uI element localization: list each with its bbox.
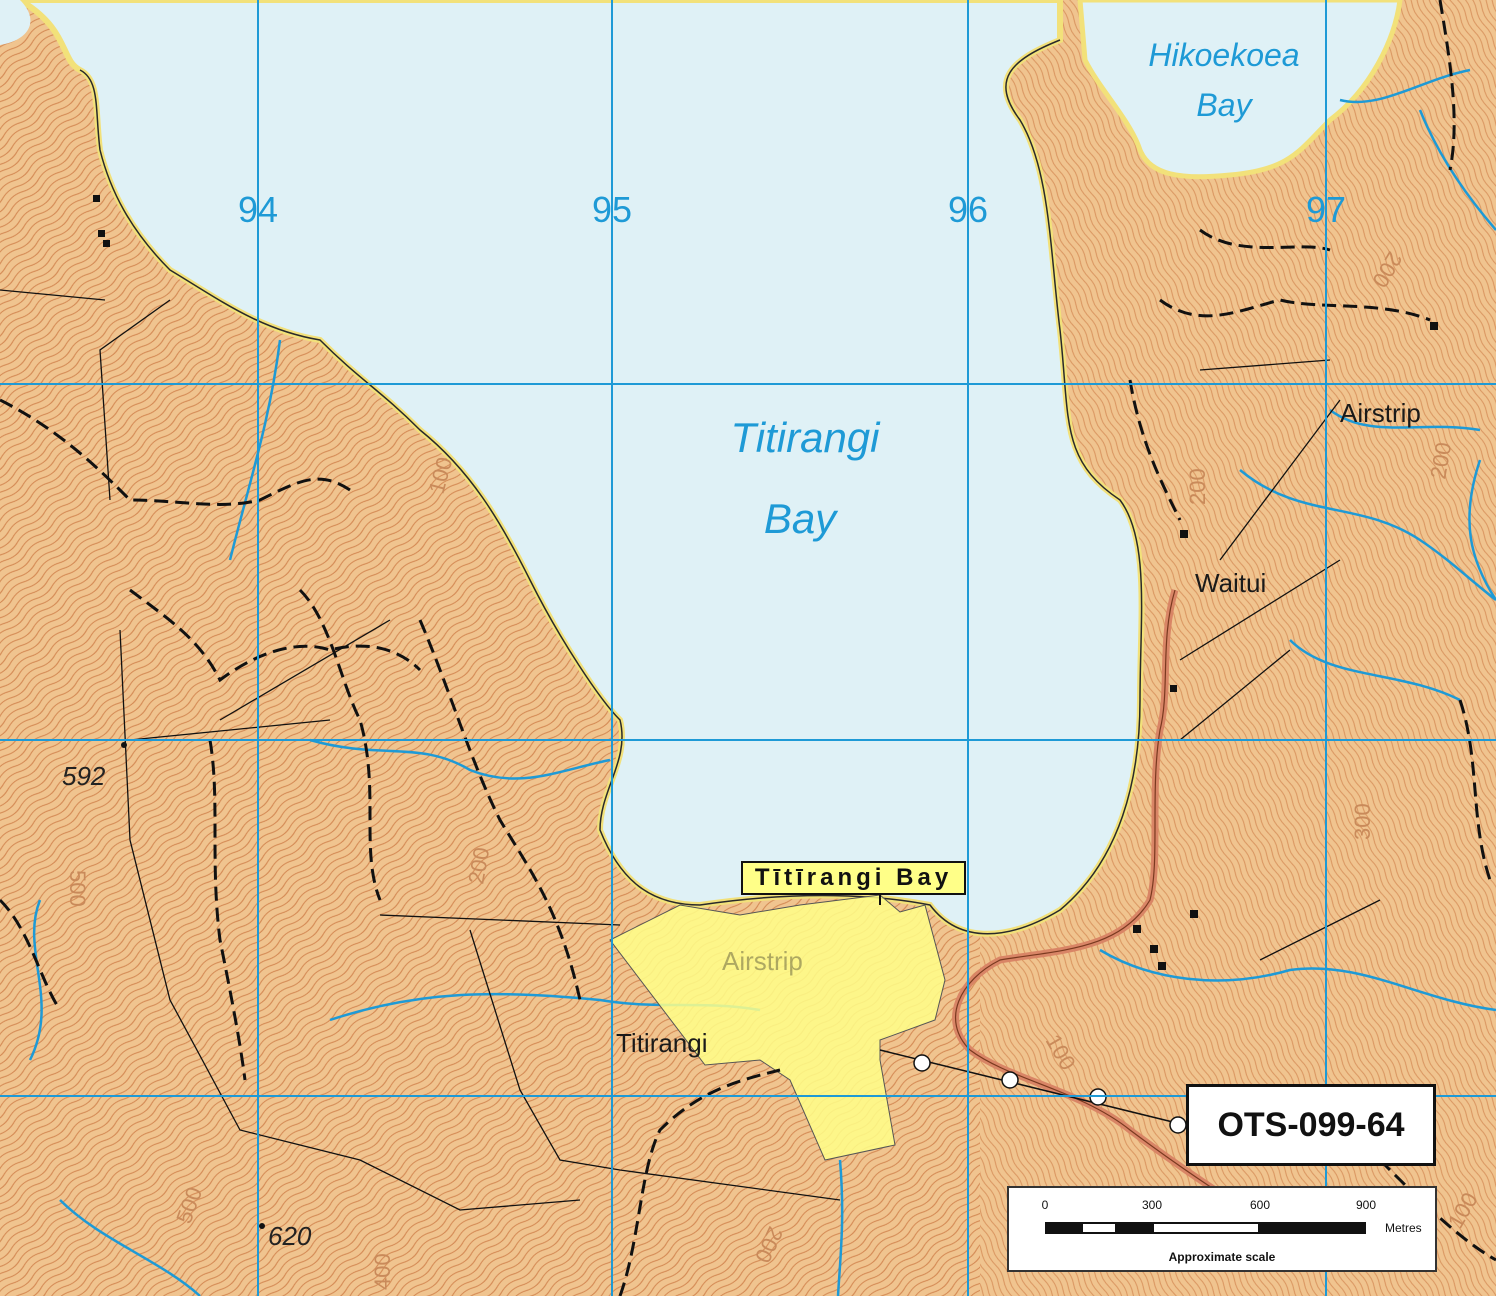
scale-caption: Approximate scale: [1168, 1250, 1276, 1264]
scale-segment: [1045, 1222, 1081, 1234]
titirangi-bay-label-line1: Titirangi: [730, 414, 881, 461]
scale-segment: [1081, 1222, 1117, 1234]
scale-segment: [1260, 1222, 1366, 1234]
northwest-water: [0, 0, 31, 45]
grid-label-96: 96: [948, 189, 988, 230]
hikoekoea-bay-label-line2: Bay: [1196, 87, 1253, 123]
road: [952, 588, 1232, 1203]
scale-tick-900: 900: [1355, 1198, 1377, 1212]
titirangi-bay-label-line2: Bay: [764, 495, 839, 542]
highlight-area: [609, 894, 946, 1161]
contour-label: 500: [65, 870, 90, 907]
contour-label: 400: [370, 1253, 395, 1290]
scale-segment: [1117, 1222, 1153, 1234]
scale-unit: Metres: [1385, 1221, 1422, 1235]
spot-height-592-marker: [121, 742, 127, 748]
grid-label-95: 95: [592, 189, 632, 230]
airstrip-east-label: Airstrip: [1340, 398, 1421, 428]
scale-tick-600: 600: [1249, 1198, 1271, 1212]
scale-bar: 0 300 600 900 Metres Approximate scale: [1007, 1186, 1437, 1272]
coastline-inner: [79, 39, 1143, 935]
contour-label: 200: [1185, 468, 1210, 505]
buildings: [93, 195, 1438, 970]
spot-height-620: 620: [268, 1221, 312, 1251]
waitui-label: Waitui: [1195, 568, 1266, 598]
titirangi-bay-callout: Tītīrangi Bay: [741, 861, 966, 895]
map-id-label: OTS-099-64: [1186, 1084, 1436, 1166]
contour-label: 300: [1350, 803, 1375, 840]
spot-height-620-marker: [259, 1223, 265, 1229]
spot-height-592: 592: [62, 761, 106, 791]
hikoekoea-bay-label-line1: Hikoekoea: [1148, 37, 1299, 73]
scale-segment: [1152, 1222, 1260, 1234]
boundary-lines: [0, 289, 1381, 1211]
grid-label-97: 97: [1306, 189, 1346, 230]
scale-tick-0: 0: [1041, 1198, 1049, 1212]
airstrip-south-label: Airstrip: [722, 946, 803, 976]
titirangi-settlement-label: Titirangi: [616, 1028, 708, 1058]
scale-tick-300: 300: [1141, 1198, 1163, 1212]
hikoekoea-bay-water: [1077, 0, 1403, 180]
grid-label-94: 94: [238, 189, 278, 230]
